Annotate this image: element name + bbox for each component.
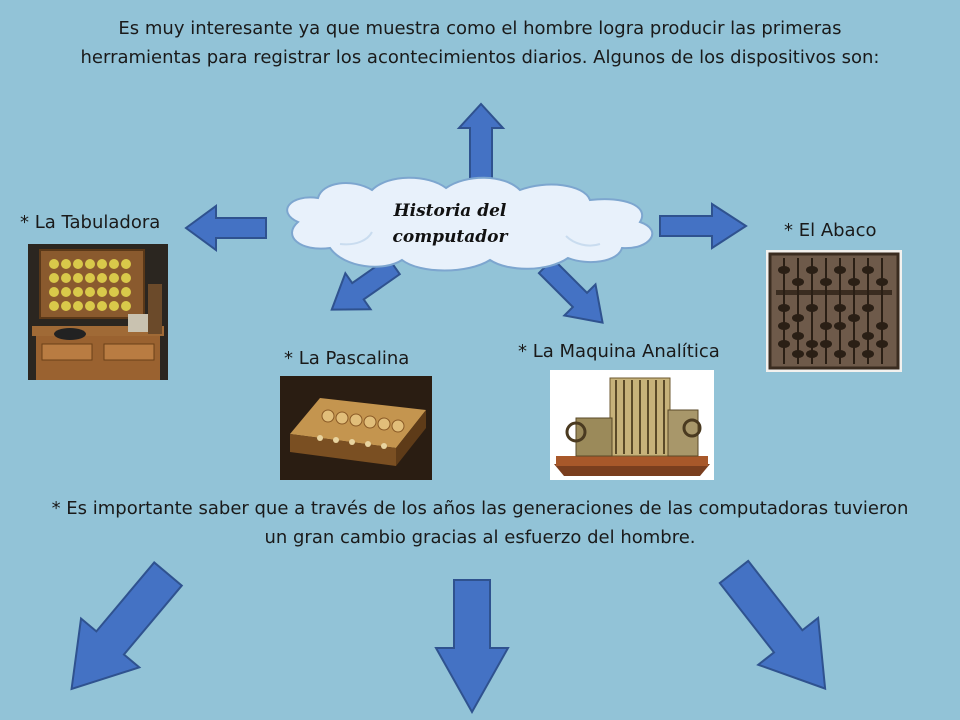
tabuladora-image (28, 244, 168, 380)
arrow-bottom-right (718, 559, 827, 691)
pascalina-image (280, 376, 432, 480)
abaco-image (766, 250, 902, 372)
center-title: Historia del computador (392, 201, 508, 247)
cloud-shape (286, 176, 654, 272)
label-maquina-analitica: * La Maquina Analítica (518, 341, 720, 362)
label-abaco: * El Abaco (784, 220, 877, 241)
label-pascalina: * La Pascalina (284, 348, 410, 369)
label-tabuladora: * La Tabuladora (20, 212, 161, 233)
arrow-bottom-left (70, 561, 184, 691)
intro-text: Es muy interesante ya que muestra como e… (80, 18, 880, 68)
arrow-right (659, 202, 748, 250)
arrow-left (184, 204, 267, 252)
arrow-down-right (537, 257, 604, 324)
maquina-analitica-image (550, 370, 714, 480)
arrow-bottom-center (434, 579, 510, 715)
conclusion-text: * Es importante saber que a través de lo… (51, 498, 909, 548)
